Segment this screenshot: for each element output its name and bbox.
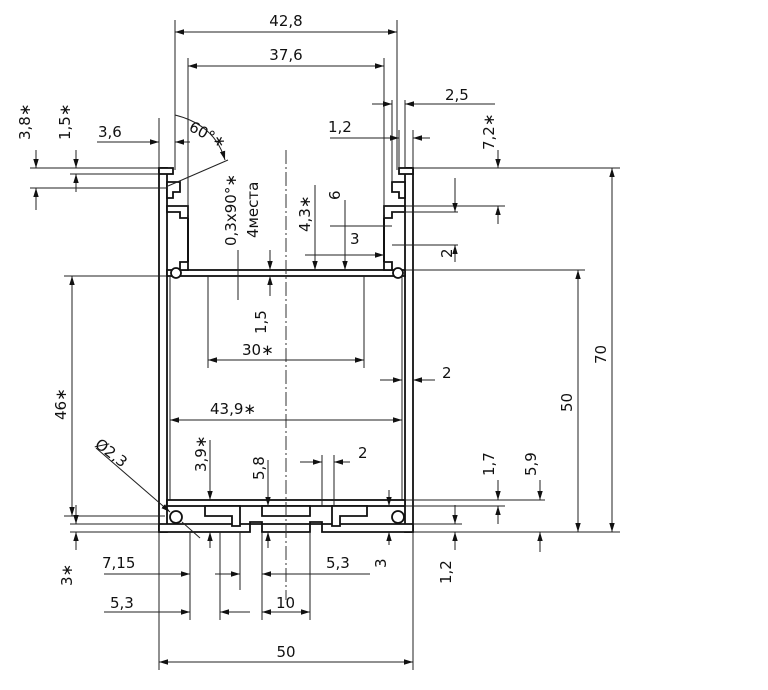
dimension-labels: 42,8 37,6 2,5 1,2 7,2∗ 3,8∗ 1,5∗ 3,6 60°… [16, 12, 610, 661]
dim-10: 10 [276, 594, 295, 612]
left-lower-hole [169, 510, 183, 524]
profile-outline [158, 150, 414, 600]
left-upper-tooth [166, 181, 181, 199]
dim-1-7: 1,7 [480, 452, 498, 476]
dim-1-2-bottom: 1,2 [437, 560, 455, 584]
dim-50-right: 50 [558, 393, 576, 412]
dim-4-places: 4места [244, 182, 262, 238]
dim-5-3-right: 5,3 [326, 554, 350, 572]
dim-37-6: 37,6 [269, 46, 302, 64]
dimension-lines [30, 20, 620, 670]
dim-5-3-left: 5,3 [110, 594, 134, 612]
dim-30: 30∗ [242, 341, 274, 359]
left-outer-wall [158, 167, 168, 533]
left-top-lip [158, 167, 174, 175]
dim-1-5-mid: 1,5 [252, 310, 270, 334]
dim-2-right-top: 2 [438, 248, 456, 258]
left-groove [166, 205, 189, 219]
dim-60-deg: 60°∗ [186, 118, 229, 152]
right-lower-hole [391, 510, 405, 524]
dim-2-5: 2,5 [445, 86, 469, 104]
dim-3-mid: 3 [350, 230, 360, 248]
right-top-lip [398, 167, 414, 175]
dim-42-8: 42,8 [269, 12, 302, 30]
dim-7-15: 7,15 [102, 554, 135, 572]
dim-5-8: 5,8 [250, 456, 268, 480]
dim-50-bottom: 50 [276, 643, 295, 661]
dim-chamfer: 0,3x90°∗ [222, 174, 240, 246]
dim-43-9: 43,9∗ [210, 400, 256, 418]
dim-2-wall: 2 [442, 364, 452, 382]
right-upper-tooth [391, 181, 406, 199]
dim-3-9: 3,9∗ [192, 436, 210, 472]
dim-3-6: 3,6 [98, 123, 122, 141]
dim-5-9: 5,9 [522, 452, 540, 476]
right-upper-hole [392, 267, 404, 279]
left-upper-hole [170, 267, 182, 279]
right-shelf-bump [383, 261, 393, 271]
dim-1-2-top: 1,2 [328, 118, 352, 136]
dim-46: 46∗ [52, 388, 70, 420]
dim-70: 70 [592, 345, 610, 364]
bottom-right-tooth [331, 505, 368, 527]
dim-4-3: 4,3∗ [296, 196, 314, 232]
right-outer-wall [404, 167, 414, 533]
dim-3-bottom-left: 3∗ [58, 564, 76, 586]
dim-2-bottom: 2 [358, 444, 368, 462]
dim-6: 6 [326, 190, 344, 200]
left-shelf-bump [179, 261, 189, 271]
bottom-left-tooth [204, 505, 241, 527]
dim-7-2: 7,2∗ [480, 114, 498, 150]
dim-3-8: 3,8∗ [16, 104, 34, 140]
dim-phi-2-3: Ø2,3 [92, 435, 131, 471]
dim-1-5-top: 1,5∗ [56, 104, 74, 140]
dim-3-bottom-right: 3 [372, 558, 390, 568]
